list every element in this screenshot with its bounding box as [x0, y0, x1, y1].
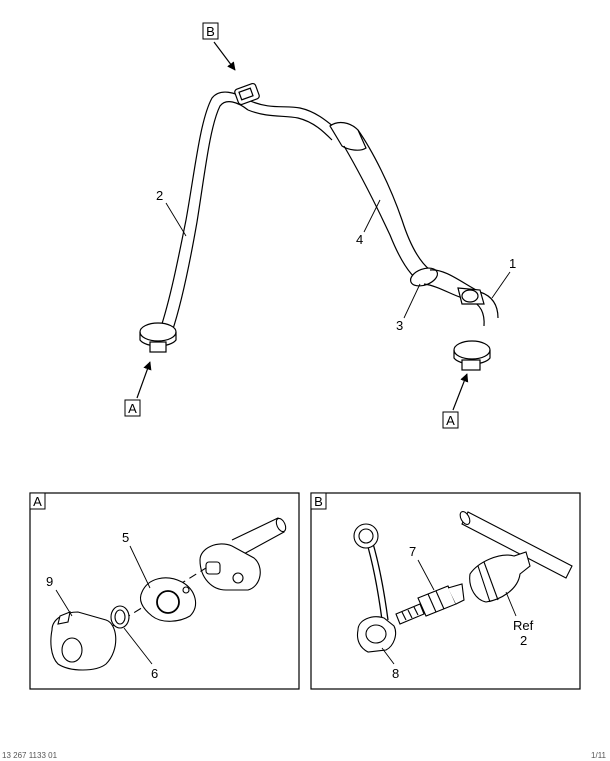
svg-text:A: A — [33, 494, 42, 509]
svg-text:4: 4 — [356, 232, 363, 247]
view-tag-a-right: A — [442, 411, 459, 429]
svg-text:3: 3 — [396, 318, 403, 333]
callout-1: 1 — [491, 256, 516, 299]
footer-drawing-number: 13 267 1133 01 — [2, 751, 58, 760]
callout-8: 8 — [381, 647, 399, 681]
svg-text:A: A — [128, 401, 137, 416]
detail-panel-a: A 5 6 — [29, 492, 300, 690]
arrow-b — [213, 41, 236, 71]
svg-text:5: 5 — [122, 530, 129, 545]
callout-7: 7 — [409, 544, 435, 591]
svg-text:8: 8 — [392, 666, 399, 681]
arrow-a-left — [136, 361, 152, 399]
tube-assembly — [139, 82, 499, 371]
arrow-a-right — [452, 373, 469, 411]
callout-9: 9 — [46, 574, 73, 617]
callout-5: 5 — [122, 530, 151, 589]
svg-text:B: B — [314, 494, 323, 509]
callout-3: 3 — [396, 283, 421, 333]
view-tag-a-left: A — [124, 399, 141, 417]
svg-text:A: A — [446, 413, 455, 428]
view-tag-b-top: B — [202, 22, 219, 40]
svg-text:6: 6 — [151, 666, 158, 681]
detail-panel-b: B — [310, 492, 581, 690]
svg-text:Ref: Ref — [513, 618, 534, 633]
svg-text:1: 1 — [509, 256, 516, 271]
callout-6: 6 — [123, 627, 158, 681]
callout-4: 4 — [356, 199, 381, 247]
svg-text:9: 9 — [46, 574, 53, 589]
callout-ref-2: Ref 2 — [505, 591, 534, 648]
svg-text:2: 2 — [520, 633, 527, 648]
svg-text:2: 2 — [156, 188, 163, 203]
footer-sheet: 1/11 — [591, 751, 606, 760]
callout-2: 2 — [156, 188, 187, 237]
svg-text:7: 7 — [409, 544, 416, 559]
svg-text:B: B — [206, 24, 215, 39]
